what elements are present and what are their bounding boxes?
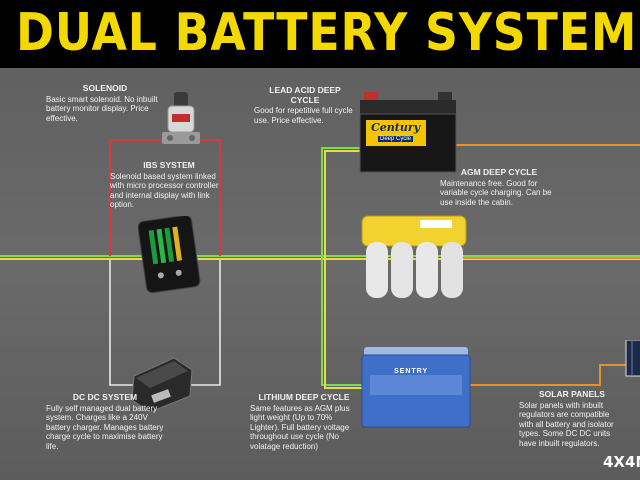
- ibs-display-image: [138, 216, 208, 303]
- dcdc-description: Fully self managed dual battery system. …: [46, 404, 163, 451]
- lead-acid-battery-image: Century Deep Cycle: [358, 90, 458, 176]
- ibs-description: Solenoid based system linked with micro …: [110, 172, 218, 210]
- dcdc-heading: DC DC SYSTEM: [46, 393, 164, 403]
- agm-label: AGM DEEP CYCLE Maintenance free. Good fo…: [440, 168, 558, 207]
- ibs-display-icon: [138, 216, 208, 298]
- agm-battery-image: [360, 212, 470, 307]
- agm-battery-icon: [360, 212, 470, 302]
- solar-wire-bottom: [455, 365, 640, 385]
- agm-heading: AGM DEEP CYCLE: [440, 168, 558, 178]
- lithium-heading: LITHIUM DEEP CYCLE: [250, 393, 358, 403]
- lithium-battery-icon: [360, 345, 472, 429]
- solar-panel-image: [624, 340, 640, 385]
- agm-description: Maintenance free. Good for variable cycl…: [440, 179, 552, 207]
- lithium-description: Same features as AGM plus light weight (…: [250, 404, 350, 451]
- solar-description: Solar panels with inbuilt regulators are…: [519, 401, 614, 448]
- ibs-label: IBS SYSTEM Solenoid based system linked …: [110, 161, 228, 210]
- watermark-logo: 4X4M: [603, 453, 640, 471]
- lithium-label: LITHIUM DEEP CYCLE Same features as AGM …: [250, 393, 358, 452]
- dcdc-label: DC DC SYSTEM Fully self managed dual bat…: [46, 393, 164, 452]
- solar-label: SOLAR PANELS Solar panels with inbuilt r…: [519, 390, 625, 449]
- solenoid-label: SOLENOID Basic smart solenoid. No inbuil…: [46, 84, 164, 123]
- lead-acid-description: Good for repetitive full cycle use. Pric…: [254, 106, 353, 125]
- solenoid-description: Basic smart solenoid. No inbuilt battery…: [46, 95, 158, 123]
- lead-acid-heading: LEAD ACID DEEP CYCLE: [254, 86, 356, 105]
- lithium-brand: SENTRY: [394, 368, 428, 375]
- solar-heading: SOLAR PANELS: [519, 390, 625, 400]
- lead-acid-model: Deep Cycle: [378, 136, 413, 142]
- solenoid-icon: [158, 92, 206, 152]
- lithium-battery-image: SENTRY: [360, 345, 472, 429]
- solenoid-heading: SOLENOID: [46, 84, 164, 94]
- ibs-heading: IBS SYSTEM: [110, 161, 228, 171]
- solenoid-image: [158, 92, 206, 157]
- lead-acid-label: LEAD ACID DEEP CYCLE Good for repetitive…: [254, 86, 356, 125]
- solar-panel-icon: [624, 340, 640, 380]
- lead-acid-brand: Century: [371, 121, 420, 134]
